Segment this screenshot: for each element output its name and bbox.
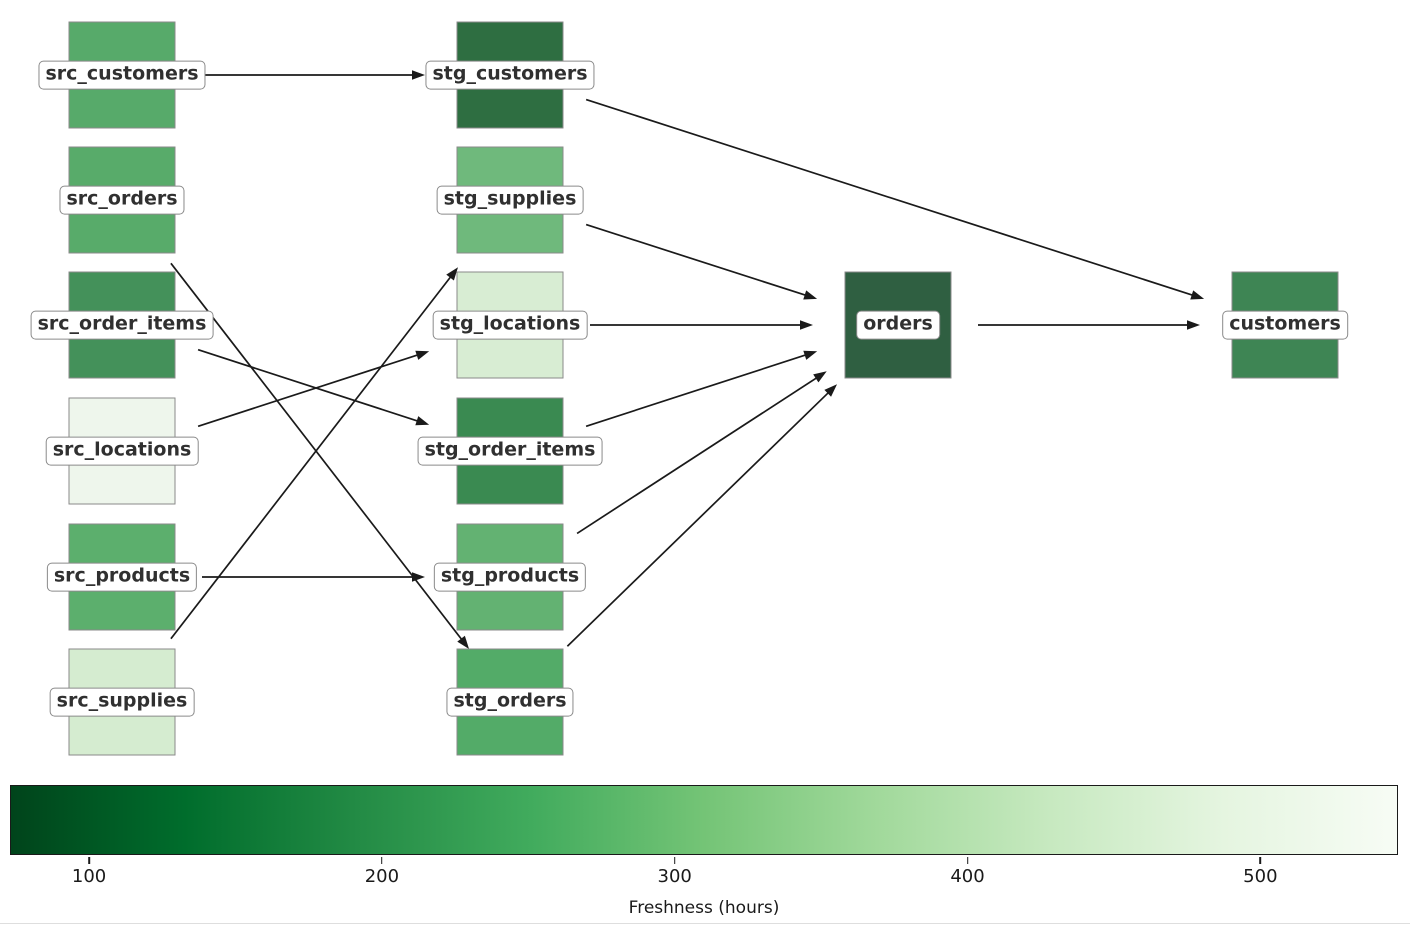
- edge-arrowhead-src_supplies-to-stg_supplies: [446, 267, 459, 281]
- node-label-src_customers[interactable]: src_customers: [38, 60, 206, 90]
- edge-stg_customers-to-customers: [585, 98, 1197, 298]
- colorbar-tick-300: [673, 857, 676, 864]
- edge-arrowhead-stg_supplies-to-orders: [803, 290, 818, 300]
- node-label-src_order_items[interactable]: src_order_items: [30, 310, 214, 340]
- edge-stg_orders-to-orders: [566, 389, 832, 647]
- edge-arrowhead-src_customers-to-stg_customers: [412, 70, 425, 80]
- node-label-stg_customers[interactable]: stg_customers: [425, 60, 595, 90]
- edge-arrowhead-src_orders-to-stg_orders: [457, 635, 470, 649]
- colorbar-tick-500: [1259, 857, 1262, 864]
- colorbar-tick-label-400: 400: [950, 866, 985, 887]
- node-label-stg_order_items[interactable]: stg_order_items: [417, 436, 603, 466]
- edge-arrowhead-stg_customers-to-customers: [1190, 290, 1205, 300]
- node-label-stg_locations[interactable]: stg_locations: [432, 310, 588, 340]
- node-label-stg_supplies[interactable]: stg_supplies: [436, 185, 584, 215]
- edge-stg_supplies-to-orders: [585, 223, 810, 298]
- colorbar-tick-label-500: 500: [1243, 866, 1278, 887]
- edge-src_order_items-to-stg_order_items: [197, 348, 422, 424]
- node-label-src_locations[interactable]: src_locations: [45, 436, 199, 466]
- figure-bottom-rule: [0, 923, 1410, 924]
- node-label-customers[interactable]: customers: [1222, 310, 1348, 340]
- colorbar-tick-100: [88, 857, 90, 864]
- edge-arrowhead-orders-to-customers: [1187, 320, 1200, 330]
- colorbar-gradient: [10, 785, 1398, 855]
- edge-arrowhead-stg_order_items-to-orders: [803, 350, 818, 360]
- edge-src_supplies-to-stg_supplies: [170, 273, 454, 640]
- node-label-src_supplies[interactable]: src_supplies: [49, 687, 195, 717]
- colorbar-tick-label-300: 300: [657, 866, 692, 887]
- colorbar-tick-400: [966, 857, 969, 864]
- node-label-orders[interactable]: orders: [856, 310, 940, 340]
- colorbar-tick-label-200: 200: [364, 866, 400, 887]
- edge-stg_products-to-orders: [576, 374, 821, 535]
- node-label-src_orders[interactable]: src_orders: [59, 185, 185, 215]
- node-label-src_products[interactable]: src_products: [46, 562, 198, 592]
- node-label-stg_products[interactable]: stg_products: [433, 562, 587, 592]
- colorbar-axis-label: Freshness (hours): [628, 898, 780, 918]
- node-label-stg_orders[interactable]: stg_orders: [446, 687, 574, 717]
- edge-src_locations-to-stg_locations: [197, 352, 422, 428]
- edge-arrowhead-stg_locations-to-orders: [800, 320, 813, 330]
- colorbar-tick-200: [381, 857, 383, 864]
- edge-stg_order_items-to-orders: [585, 352, 810, 428]
- edge-arrowhead-stg_products-to-orders: [813, 371, 827, 383]
- edge-arrowhead-src_order_items-to-stg_order_items: [415, 416, 430, 426]
- edge-arrowhead-src_products-to-stg_products: [412, 572, 425, 582]
- colorbar-tick-label-100: 100: [71, 866, 107, 887]
- edge-arrowhead-src_locations-to-stg_locations: [415, 350, 430, 360]
- edge-arrowhead-stg_orders-to-orders: [824, 384, 838, 397]
